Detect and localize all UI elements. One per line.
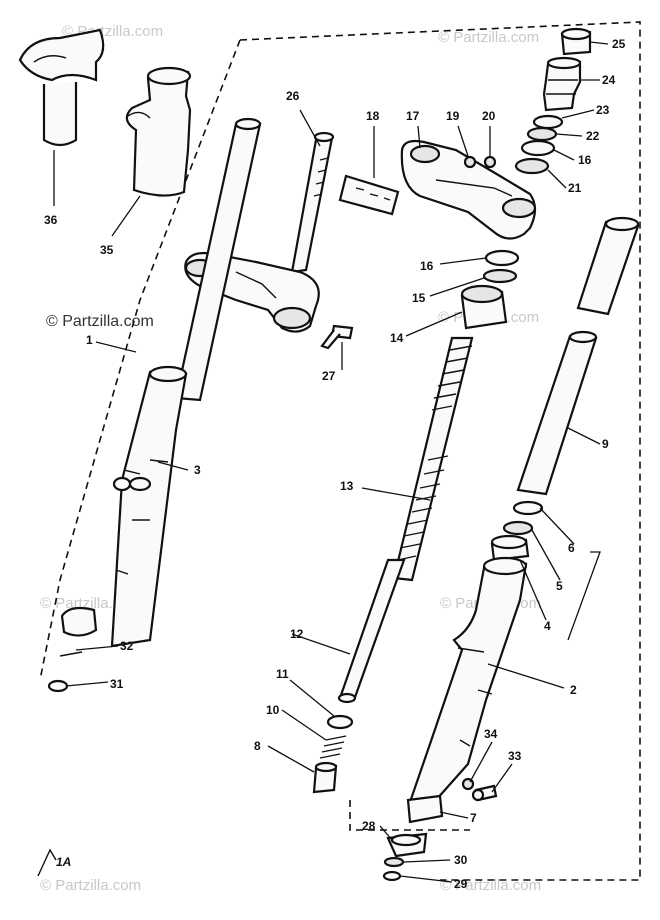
label-11: 11 xyxy=(276,667,289,681)
label-33: 33 xyxy=(508,749,522,763)
corner-mark: 1A xyxy=(37,848,71,877)
label-13: 13 xyxy=(340,479,354,493)
part-11-piston-ring xyxy=(326,714,354,730)
part-1-fork-assembly-left xyxy=(60,117,262,648)
label-4: 4 xyxy=(544,619,551,633)
part-19-nut xyxy=(463,155,477,169)
watermark-main: © Partzilla.com xyxy=(46,313,154,330)
part-27-bolt xyxy=(320,324,354,350)
label-26: 26 xyxy=(286,89,300,103)
label-14: 14 xyxy=(390,331,404,345)
part-32-gasket xyxy=(59,651,83,657)
part-13-fork-spring xyxy=(392,336,474,582)
label-5: 5 xyxy=(556,579,563,593)
corner-mark-text: 1A xyxy=(56,855,71,869)
part-23-washer xyxy=(532,114,564,130)
label-2: 2 xyxy=(570,683,577,697)
part-26-steering-stem xyxy=(290,131,335,274)
part-30-gasket xyxy=(383,856,405,868)
part-16-oil-seal xyxy=(484,249,520,267)
label-28: 28 xyxy=(362,819,376,833)
label-18: 18 xyxy=(366,109,380,123)
part-28-drain-screw xyxy=(386,832,428,858)
label-22: 22 xyxy=(586,129,600,143)
label-35: 35 xyxy=(100,243,114,257)
label-8: 8 xyxy=(254,739,261,753)
part-33-bolt xyxy=(471,784,498,802)
assembly-boundary xyxy=(39,39,241,681)
part-18-emblem xyxy=(338,174,400,216)
part-2-outer-tube xyxy=(408,556,528,804)
part-12-damper-rod xyxy=(337,558,406,704)
watermark: © Partzilla.com xyxy=(440,877,541,894)
assembly-boundary xyxy=(349,800,470,831)
label-10: 10 xyxy=(266,703,280,717)
part-6-clip xyxy=(512,500,544,516)
label-15: 15 xyxy=(412,291,426,305)
label-29: 29 xyxy=(454,877,468,891)
part-21-bearing-race xyxy=(514,157,550,175)
part-4-oil-seal xyxy=(490,534,530,562)
part-5-washer xyxy=(502,520,534,536)
part-7-axle-holder xyxy=(406,794,444,824)
label-23: 23 xyxy=(596,103,610,117)
label-1: 1 xyxy=(86,333,93,347)
part-22-washer xyxy=(526,126,558,142)
part-36-upper-cover xyxy=(18,28,105,147)
label-16a: 16 xyxy=(420,259,434,273)
label-9: 9 xyxy=(602,437,609,451)
part-25-cap xyxy=(560,27,592,56)
part-9-inner-tube xyxy=(516,330,598,496)
part-fork-cover-tube xyxy=(576,216,640,316)
leader-lines xyxy=(53,41,609,883)
part-29-bolt xyxy=(382,870,402,882)
label-36: 36 xyxy=(44,213,58,227)
part-16-bearing-upper xyxy=(520,139,556,157)
watermarks: © Partzilla.com © Partzilla.com © Partzi… xyxy=(40,23,541,894)
watermark: © Partzilla.com xyxy=(40,877,141,894)
part-8-oil-lock-piece xyxy=(312,761,338,794)
label-21: 21 xyxy=(568,181,582,195)
label-32: 32 xyxy=(120,639,134,653)
label-3: 3 xyxy=(194,463,201,477)
label-16b: 16 xyxy=(578,153,592,167)
label-30: 30 xyxy=(454,853,468,867)
part-labels: 36 35 26 1 3 27 18 17 19 20 25 24 23 22 … xyxy=(44,37,626,891)
label-24: 24 xyxy=(602,73,616,87)
label-25: 25 xyxy=(612,37,626,51)
part-24-ring-nut xyxy=(542,56,582,112)
part-10-rebound-spring xyxy=(319,735,347,759)
label-27: 27 xyxy=(322,369,336,383)
label-6: 6 xyxy=(568,541,575,555)
part-35-lower-cover xyxy=(125,66,192,197)
assembly-boundary xyxy=(239,21,641,881)
label-7: 7 xyxy=(470,811,477,825)
label-34: 34 xyxy=(484,727,498,741)
watermark: © Partzilla.com xyxy=(438,29,539,46)
part-17-upper-bracket xyxy=(400,139,537,240)
label-31: 31 xyxy=(110,677,124,691)
part-31-bolt xyxy=(47,679,69,693)
part-14-dust-seal xyxy=(460,284,508,330)
label-12: 12 xyxy=(290,627,304,641)
label-20: 20 xyxy=(482,109,496,123)
label-17: 17 xyxy=(406,109,420,123)
part-20-nut xyxy=(483,155,497,169)
part-15-washer xyxy=(482,268,518,284)
label-19: 19 xyxy=(446,109,460,123)
